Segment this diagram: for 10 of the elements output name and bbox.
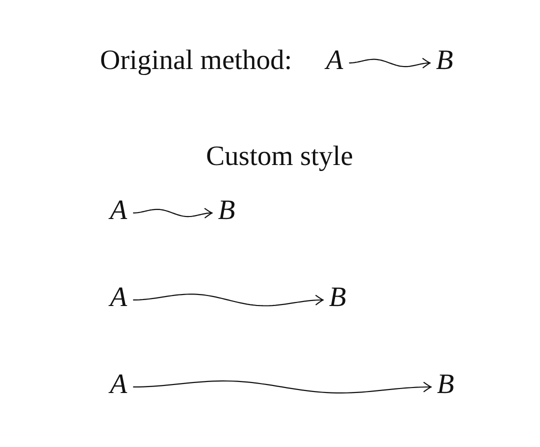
caption-text: Original method: <box>100 47 292 75</box>
math-variable: B <box>323 284 352 312</box>
math-variable: A <box>320 47 350 75</box>
math-variable: B <box>212 197 242 225</box>
math-variable: A <box>104 371 134 399</box>
math-variable: A <box>104 284 134 312</box>
math-variable: B <box>431 371 460 399</box>
math-variable: B <box>430 47 460 75</box>
math-variable: A <box>104 197 134 225</box>
section-heading: Custom style <box>206 143 354 171</box>
